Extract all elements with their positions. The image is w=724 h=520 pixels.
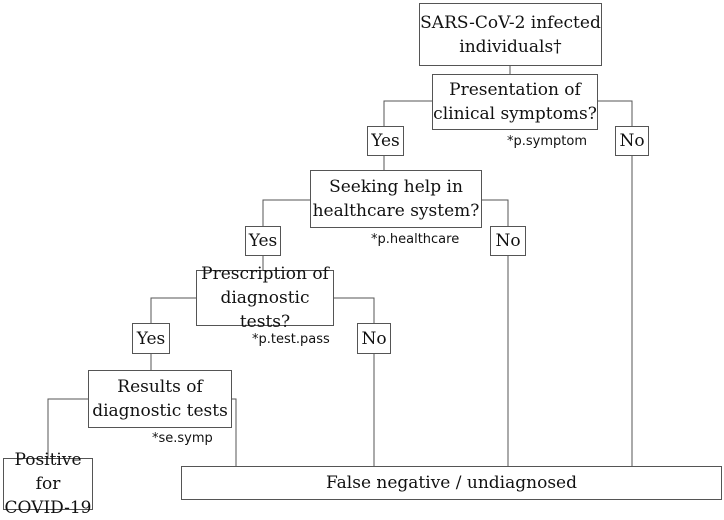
positive-covid-box: Positive for COVID-19 — [3, 450, 93, 518]
connector-healthcare-no — [482, 199, 509, 226]
infected-individuals-box: SARS-CoV-2 infected individuals† — [419, 3, 602, 66]
connector-results-positive — [47, 398, 88, 458]
clinical-symptoms-question: Presentation of clinical symptoms? — [432, 74, 598, 130]
healthcare-question: Seeking help in healthcare system? — [310, 170, 482, 228]
param-se-symp: *se.symp — [152, 431, 213, 446]
healthcare-no-box: No — [490, 226, 526, 256]
diagnostic-results-box: Results of diagnostic tests — [88, 370, 232, 428]
symptoms-no-box: No — [615, 126, 649, 156]
connector-prescription-yes — [150, 297, 196, 323]
prescription-no-box: No — [357, 323, 391, 354]
prescription-question: Prescription of diagnostic tests? — [196, 264, 334, 332]
connector-prescription-no — [334, 297, 375, 323]
connector-healthcare-yes — [262, 199, 310, 226]
prescription-yes-box: Yes — [132, 323, 170, 354]
false-negative-box: False negative / undiagnosed — [181, 466, 722, 500]
healthcare-yes-box: Yes — [245, 226, 281, 256]
param-p-healthcare: *p.healthcare — [371, 232, 460, 247]
connector-symptoms-yes — [383, 100, 432, 126]
connector-symptoms-no — [598, 100, 633, 126]
param-p-test-pass: *p.test.pass — [252, 332, 330, 347]
connector-results-negative — [232, 398, 237, 466]
symptoms-yes-box: Yes — [367, 126, 404, 156]
param-p-symptom: *p.symptom — [507, 134, 587, 149]
